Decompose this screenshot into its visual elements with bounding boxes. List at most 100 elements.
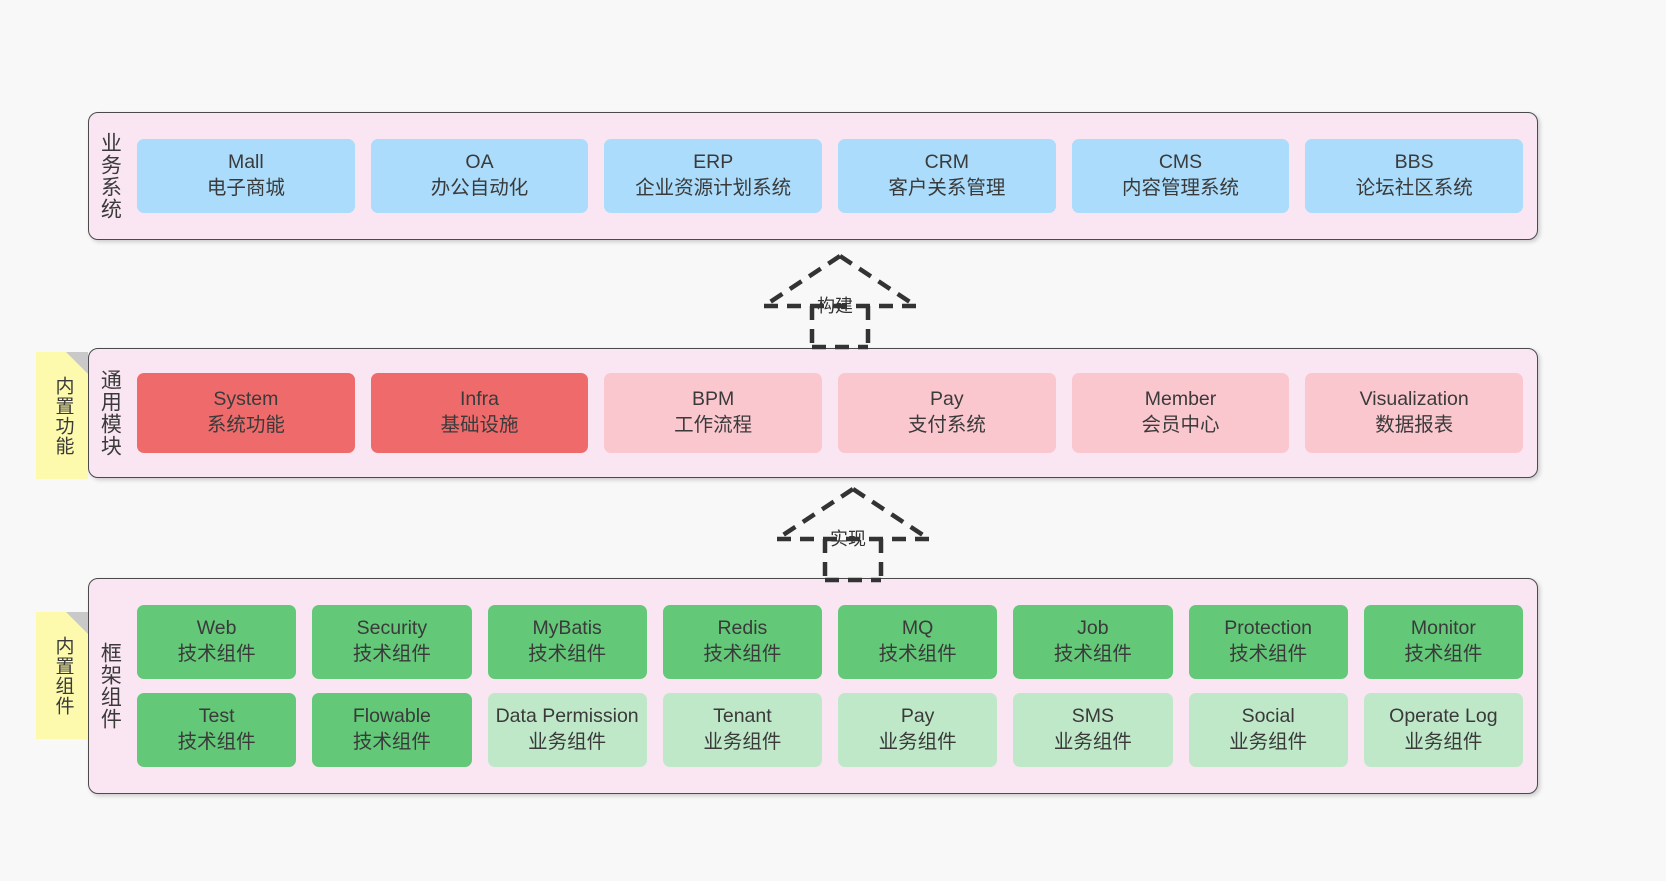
card-subtitle: 技术组件	[1053, 643, 1132, 665]
card-title: BPM	[692, 388, 735, 411]
business-card-row: Mall 电子商城 OA 办公自动化 ERP 企业资源计划系统 CRM 客户关系…	[137, 139, 1524, 213]
card-cms[interactable]: CMS 内容管理系统	[1071, 139, 1290, 213]
card-subtitle: 数据报表	[1375, 414, 1454, 436]
card-subtitle: 业务组件	[1229, 731, 1308, 753]
card-monitor[interactable]: Monitor 技术组件	[1363, 605, 1523, 679]
card-title: Social	[1241, 705, 1295, 728]
card-title: MyBatis	[532, 617, 602, 640]
card-title: Tenant	[713, 705, 772, 728]
card-subtitle: 电子商城	[206, 177, 285, 199]
card-subtitle: 会员中心	[1141, 414, 1220, 436]
card-protection[interactable]: Protection 技术组件	[1188, 605, 1348, 679]
card-subtitle: 业务组件	[703, 731, 782, 753]
common-module-row: System 系统功能 Infra 基础设施 BPM 工作流程 Pay 支付系统…	[137, 373, 1524, 453]
card-redis[interactable]: Redis 技术组件	[662, 605, 822, 679]
card-security[interactable]: Security 技术组件	[312, 605, 472, 679]
card-subtitle: 基础设施	[440, 414, 519, 436]
card-title: Monitor	[1410, 617, 1476, 640]
card-subtitle: 技术组件	[177, 731, 256, 753]
card-title: Infra	[459, 388, 500, 411]
card-erp[interactable]: ERP 企业资源计划系统	[604, 139, 823, 213]
layer-title-business-system: 业务系统	[98, 132, 122, 220]
card-title: Member	[1144, 388, 1217, 411]
card-title: SMS	[1071, 705, 1114, 728]
card-subtitle: 企业资源计划系统	[635, 177, 792, 199]
card-test[interactable]: Test 技术组件	[137, 693, 297, 767]
card-title: Visualization	[1359, 388, 1469, 411]
card-title: Mall	[227, 151, 264, 174]
card-subtitle: 业务组件	[528, 731, 607, 753]
card-title: CMS	[1158, 151, 1203, 174]
card-pay-biz[interactable]: Pay 业务组件	[838, 693, 998, 767]
card-pay[interactable]: Pay 支付系统	[838, 373, 1056, 453]
card-system[interactable]: System 系统功能	[137, 373, 355, 453]
card-subtitle: 系统功能	[206, 414, 285, 436]
card-mq[interactable]: MQ 技术组件	[838, 605, 998, 679]
card-title: Web	[196, 617, 237, 640]
card-subtitle: 业务组件	[878, 731, 957, 753]
card-member[interactable]: Member 会员中心	[1071, 373, 1290, 453]
arrow-implement: 实现	[768, 483, 938, 583]
card-title: Job	[1077, 617, 1109, 640]
card-title: ERP	[693, 151, 734, 174]
card-subtitle: 支付系统	[907, 414, 986, 436]
card-subtitle: 论坛社区系统	[1355, 177, 1473, 199]
card-tenant[interactable]: Tenant 业务组件	[662, 693, 822, 767]
card-bbs[interactable]: BBS 论坛社区系统	[1305, 139, 1524, 213]
card-title: MQ	[901, 617, 934, 640]
card-subtitle: 业务组件	[1053, 731, 1132, 753]
card-sms[interactable]: SMS 业务组件	[1013, 693, 1173, 767]
card-mall[interactable]: Mall 电子商城	[137, 139, 355, 213]
card-crm[interactable]: CRM 客户关系管理	[838, 139, 1056, 213]
card-title: Pay	[900, 705, 935, 728]
card-subtitle: 工作流程	[674, 414, 753, 436]
card-oa[interactable]: OA 办公自动化	[370, 139, 589, 213]
layer-business-system: 业务系统 Mall 电子商城 OA 办公自动化 ERP 企业资源计划系统 CRM…	[88, 112, 1538, 240]
card-subtitle: 技术组件	[177, 643, 256, 665]
card-title: Pay	[930, 388, 964, 411]
card-visualization[interactable]: Visualization 数据报表	[1305, 373, 1524, 453]
tech-component-row: Web 技术组件 Security 技术组件 MyBatis 技术组件 Redi…	[137, 605, 1523, 679]
note-label: 内置组件	[52, 635, 74, 716]
card-subtitle: 技术组件	[703, 643, 782, 665]
layer-body-business-system: Mall 电子商城 OA 办公自动化 ERP 企业资源计划系统 CRM 客户关系…	[129, 113, 1537, 239]
layer-common-module: 通用模块 System 系统功能 Infra 基础设施 BPM 工作流程 Pay…	[88, 348, 1538, 478]
card-job[interactable]: Job 技术组件	[1013, 605, 1173, 679]
card-title: BBS	[1394, 151, 1434, 174]
card-infra[interactable]: Infra 基础设施	[370, 373, 589, 453]
card-data-permission[interactable]: Data Permission 业务组件	[487, 693, 647, 767]
card-subtitle: 技术组件	[528, 643, 607, 665]
card-subtitle: 技术组件	[352, 731, 431, 753]
card-subtitle: 技术组件	[878, 643, 957, 665]
card-social[interactable]: Social 业务组件	[1188, 693, 1348, 767]
card-subtitle: 技术组件	[1404, 643, 1483, 665]
card-operate-log[interactable]: Operate Log 业务组件	[1363, 693, 1523, 767]
arrow-implement-icon	[775, 487, 931, 583]
card-title: Flowable	[352, 705, 431, 728]
card-mybatis[interactable]: MyBatis 技术组件	[487, 605, 647, 679]
arrow-build: 构建	[755, 250, 925, 350]
card-flowable[interactable]: Flowable 技术组件	[312, 693, 472, 767]
card-subtitle: 内容管理系统	[1122, 177, 1240, 199]
card-title: Data Permission	[495, 705, 639, 728]
card-title: OA	[465, 151, 494, 174]
card-title: System	[213, 388, 279, 411]
card-title: Test	[198, 705, 235, 728]
note-label: 内置功能	[52, 375, 74, 456]
card-subtitle: 客户关系管理	[888, 177, 1006, 199]
layer-framework-component: 框架组件 Web 技术组件 Security 技术组件 MyBatis 技术组件…	[88, 578, 1538, 794]
note-builtin-component: 内置组件	[36, 612, 88, 739]
biz-component-row: Test 技术组件 Flowable 技术组件 Data Permission …	[137, 693, 1523, 767]
arrow-implement-label: 实现	[830, 529, 866, 549]
card-bpm[interactable]: BPM 工作流程	[604, 373, 823, 453]
arrow-build-icon	[762, 254, 918, 350]
card-subtitle: 业务组件	[1404, 731, 1483, 753]
layer-title-framework-component: 框架组件	[98, 642, 122, 730]
card-title: CRM	[924, 151, 970, 174]
arrow-build-label: 构建	[817, 296, 853, 316]
layer-body-common-module: System 系统功能 Infra 基础设施 BPM 工作流程 Pay 支付系统…	[129, 349, 1537, 477]
card-web[interactable]: Web 技术组件	[137, 605, 297, 679]
card-subtitle: 办公自动化	[430, 177, 529, 199]
layer-body-framework-component: Web 技术组件 Security 技术组件 MyBatis 技术组件 Redi…	[129, 579, 1537, 793]
card-title: Redis	[717, 617, 768, 640]
